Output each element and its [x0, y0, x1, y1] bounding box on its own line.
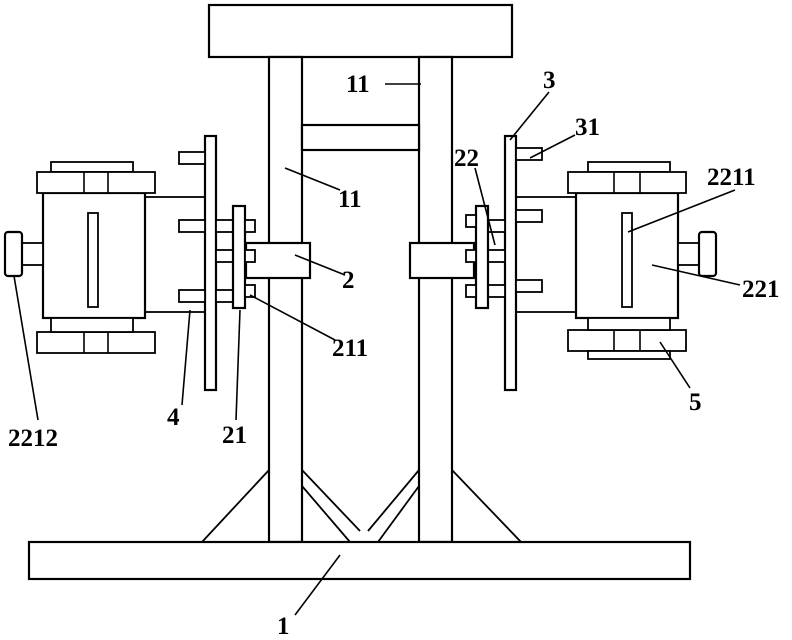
label-bottom-clamp: 5	[689, 389, 702, 416]
label-flange-right: 22	[454, 145, 479, 172]
support-plate-right	[503, 134, 518, 392]
bolt-right-3	[515, 279, 543, 293]
left-assembly	[3, 134, 256, 392]
top-roller-left	[36, 171, 156, 194]
braces	[201, 469, 522, 543]
flange-left-nut-2	[244, 249, 256, 263]
bolt-right-2	[515, 209, 543, 223]
bottom-roller-right-axle-top	[587, 317, 671, 331]
bottom-roller-left-axle	[50, 317, 134, 333]
bolt-right-5	[487, 249, 506, 263]
label-body-right: 221	[742, 276, 780, 303]
bottom-roller-right-axle-bottom	[587, 350, 671, 360]
knob-right-stem	[677, 242, 700, 266]
knob-left-stem	[21, 242, 44, 266]
base-plate	[27, 540, 692, 581]
label-body-slot: 2211	[707, 164, 756, 191]
top-roller-left-axle	[50, 161, 134, 173]
bolt-left-2	[178, 219, 206, 233]
flange-left-nut-1	[244, 219, 256, 233]
flange-right-nut-2	[465, 249, 477, 263]
flange-right-nut-3	[465, 284, 477, 298]
clamp-body-right-slot	[621, 212, 633, 308]
bolt-left-4	[215, 219, 234, 233]
bolt-left-1	[178, 151, 206, 165]
bolt-left-3	[178, 289, 206, 303]
knob-right	[697, 230, 718, 278]
cross-beam	[300, 123, 421, 152]
label-sleeve: 2	[342, 267, 355, 294]
label-plate-bolt: 31	[575, 114, 600, 141]
disc-left	[203, 134, 218, 392]
flange-left	[231, 204, 247, 310]
flange-left-nut-3	[244, 284, 256, 298]
leader-lines	[13, 83, 741, 616]
label-flange-left: 21	[222, 422, 247, 449]
right-assembly	[465, 134, 718, 392]
bolt-right-6	[487, 284, 506, 298]
column-right	[417, 55, 454, 544]
top-roller-right-axle	[587, 161, 671, 173]
label-frame-top: 11	[346, 71, 370, 98]
top-plate	[207, 3, 514, 59]
bottom-roller-right	[567, 329, 687, 352]
knob-left	[3, 230, 24, 278]
flange-right	[474, 204, 490, 310]
bottom-roller-left	[36, 331, 156, 354]
label-flange-bolt: 211	[332, 335, 368, 362]
label-knob-left: 2212	[8, 425, 58, 452]
label-arm-left: 4	[167, 404, 180, 431]
column-left	[267, 55, 304, 544]
flange-right-nut-1	[465, 214, 477, 228]
label-frame-mid: 11	[338, 186, 362, 213]
bolt-left-6	[215, 289, 234, 303]
sleeve-right	[408, 241, 476, 280]
top-roller-right	[567, 171, 687, 194]
bolt-left-5	[215, 249, 234, 263]
label-support-plate: 3	[543, 67, 556, 94]
label-base: 1	[277, 613, 290, 640]
bolt-right-1	[515, 147, 543, 161]
sleeve-left	[244, 241, 312, 280]
clamp-body-left-slot	[87, 212, 99, 308]
